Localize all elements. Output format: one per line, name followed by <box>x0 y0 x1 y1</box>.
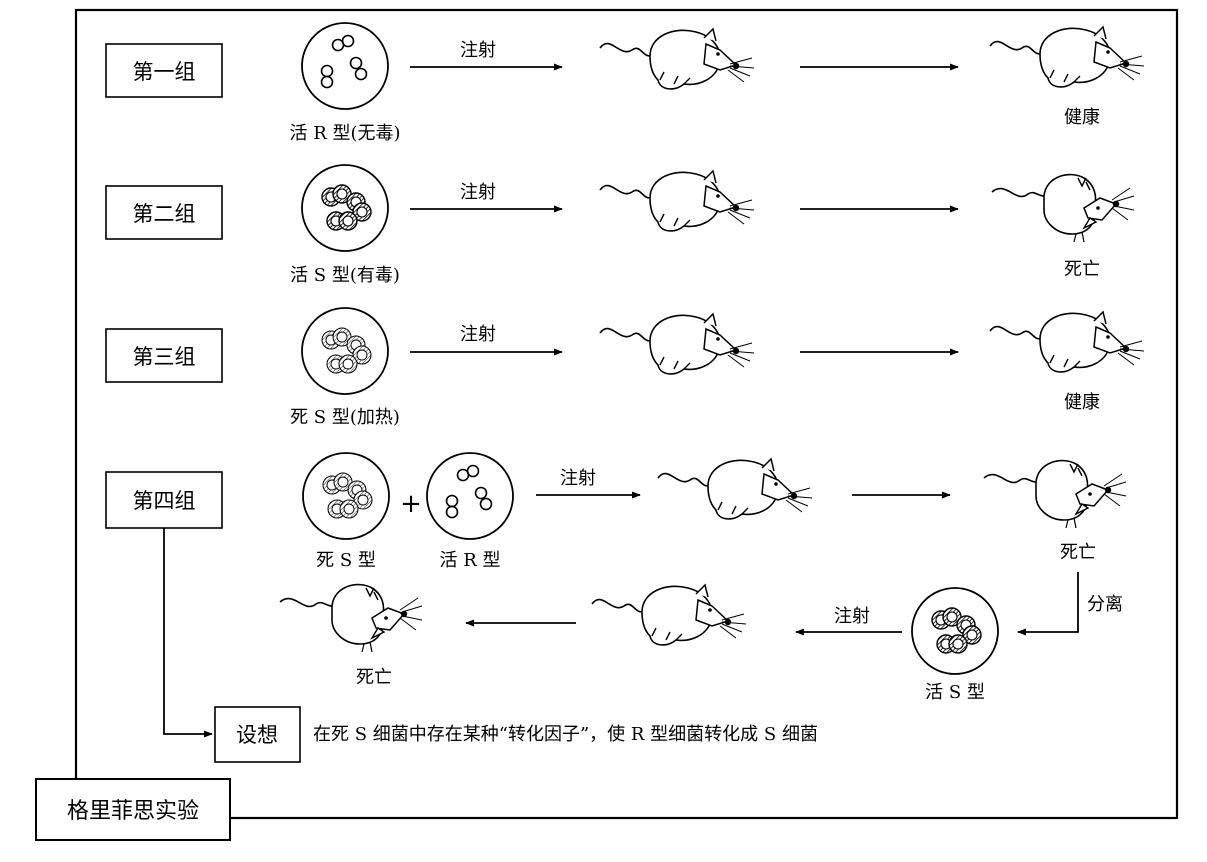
group-3-inject-label: 注射 <box>460 324 496 345</box>
petri-dish-s-dead <box>301 307 389 395</box>
group-4-dish-b-label: 活 R 型 <box>440 550 501 571</box>
separate-arrow <box>1017 572 1079 636</box>
petri-dish-r-live <box>301 22 389 110</box>
recovered-dish-label: 活 S 型 <box>925 682 985 703</box>
group-2: 第二组 活 S 型(有毒) 注射 死亡 <box>105 164 1135 286</box>
dead-mouse-icon <box>983 459 1127 529</box>
group-2-inject-label: 注射 <box>460 182 496 203</box>
step2-result: 死亡 <box>356 667 392 688</box>
group-3-result: 健康 <box>1064 392 1100 413</box>
group-1-result: 健康 <box>1064 107 1100 128</box>
petri-dish-s-live <box>301 164 389 252</box>
healthy-mouse-icon <box>989 311 1145 373</box>
petri-dish-s-recovered <box>911 587 999 675</box>
experiment-title: 格里菲思实验 <box>67 799 199 824</box>
group-1-dish-label: 活 R 型(无毒) <box>289 123 400 144</box>
group-3: 第三组 死 S 型(加热) 注射 健康 <box>105 307 1145 428</box>
group-3-box <box>105 328 223 383</box>
experiment-title-box <box>35 778 231 841</box>
group-2-label: 第二组 <box>133 202 196 226</box>
hypothesis: 设想 在死 S 细菌中存在某种“转化因子”，使 R 型细菌转化成 S 细菌 <box>214 706 818 763</box>
group-2-box <box>105 185 223 240</box>
group-4-inject-label: 注射 <box>560 468 596 489</box>
step2-inject-label: 注射 <box>834 606 870 627</box>
hypothesis-label: 设想 <box>236 723 278 747</box>
group-4-label: 第四组 <box>133 489 196 513</box>
healthy-mouse-icon <box>989 26 1145 88</box>
group-1-inject-label: 注射 <box>460 40 496 61</box>
mouse-icon <box>599 313 755 375</box>
group-1-box <box>105 43 223 98</box>
group-4: 第四组 死 S 型 + 活 R 型 注射 死亡 分离 活 S 型 注射 死亡 <box>105 452 1127 738</box>
group-1-label: 第一组 <box>133 60 196 84</box>
plus-sign: + <box>400 489 422 519</box>
group-4-result: 死亡 <box>1060 542 1096 563</box>
mouse-icon <box>599 28 755 90</box>
group-2-dish-label: 活 S 型(有毒) <box>290 265 400 286</box>
group-1: 第一组 活 R 型(无毒) 注射 健康 <box>105 22 1145 144</box>
petri-dish-r-live <box>426 452 514 540</box>
mouse-icon <box>591 584 747 646</box>
group-3-dish-label: 死 S 型(加热) <box>290 407 400 428</box>
outer-frame <box>74 8 1179 820</box>
dead-mouse-icon <box>991 173 1135 243</box>
separate-label: 分离 <box>1087 594 1123 615</box>
hypothesis-text: 在死 S 细菌中存在某种“转化因子”，使 R 型细菌转化成 S 细菌 <box>313 724 818 745</box>
group-2-result: 死亡 <box>1064 259 1100 280</box>
hypothesis-box <box>214 706 301 763</box>
hypothesis-arrow <box>163 528 213 738</box>
dead-mouse-icon <box>279 583 423 653</box>
mouse-icon <box>657 458 813 520</box>
mouse-icon <box>599 170 755 232</box>
group-4-dish-a-label: 死 S 型 <box>316 550 376 571</box>
petri-dish-s-dead <box>302 452 390 540</box>
group-3-label: 第三组 <box>133 345 196 369</box>
